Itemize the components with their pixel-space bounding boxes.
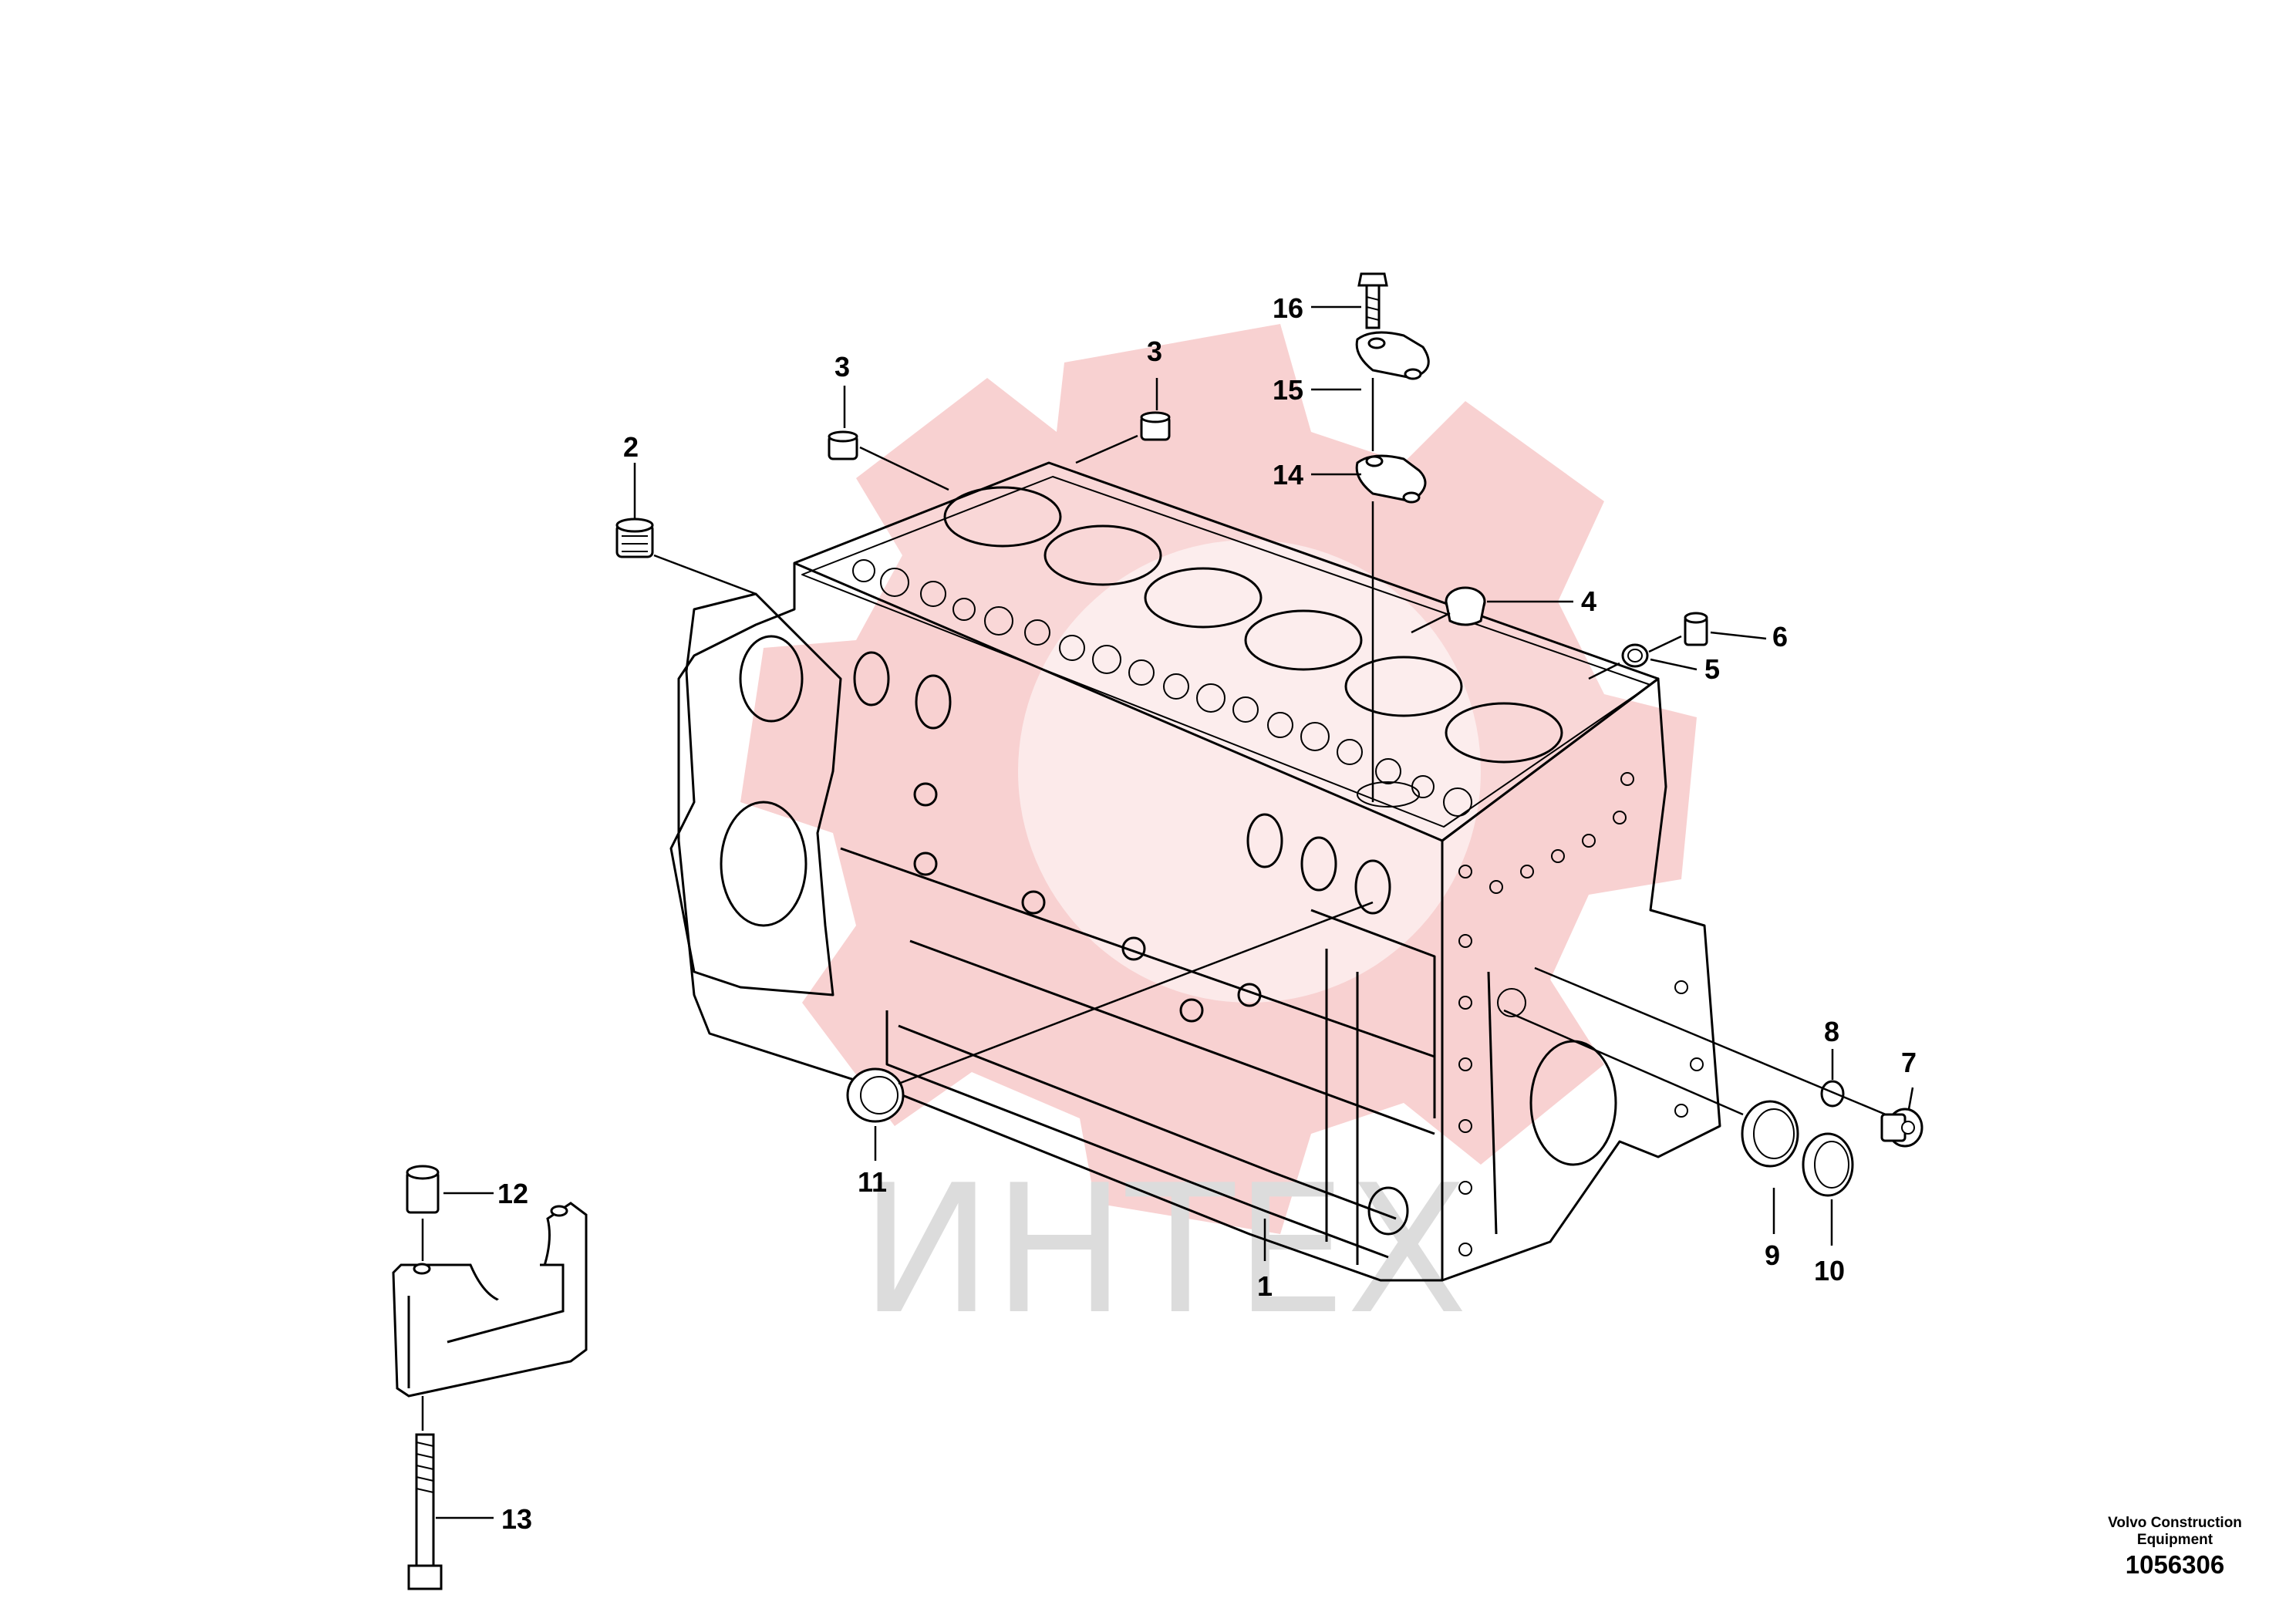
deck-holes	[852, 559, 1472, 817]
callout-2: 2	[623, 431, 639, 463]
side-bores	[720, 635, 1617, 1236]
main-bearing-cap	[392, 1202, 588, 1398]
callout-13: 13	[501, 1503, 532, 1535]
callout-12: 12	[497, 1178, 528, 1209]
watermark-text: ИНТЕХ	[860, 1148, 1468, 1354]
engine-block	[669, 461, 1721, 1282]
callout-7: 7	[1901, 1047, 1917, 1078]
part-5-washer	[1621, 643, 1649, 668]
callout-4: 4	[1581, 585, 1596, 617]
manufacturer-caption: Volvo Construction Equipment	[2082, 1515, 2267, 1549]
part-3a-plug	[828, 430, 858, 460]
part-11-seal	[846, 1067, 905, 1123]
manufacturer-line-2: Equipment	[2136, 1532, 2213, 1548]
part-9-seal	[1741, 1100, 1799, 1168]
callout-8: 8	[1824, 1016, 1839, 1047]
part-3b-plug	[1140, 411, 1171, 441]
callout-5: 5	[1704, 653, 1720, 685]
part-6-plug	[1684, 612, 1708, 646]
part-7-plug	[1880, 1108, 1923, 1148]
callout-6: 6	[1772, 621, 1788, 653]
callout-9: 9	[1765, 1239, 1780, 1271]
part-16-bolt	[1357, 272, 1388, 329]
callout-14: 14	[1273, 459, 1303, 491]
callout-3b: 3	[1147, 336, 1162, 367]
callout-15: 15	[1273, 374, 1303, 406]
watermark-logo-inner	[1018, 540, 1481, 1003]
manufacturer-line-1: Volvo Construction	[2108, 1515, 2242, 1531]
part-13-bolt	[407, 1433, 443, 1590]
illustration-number: 1056306	[2125, 1550, 2225, 1579]
part-15-cover	[1355, 331, 1430, 380]
cylinder-bores	[943, 486, 1563, 764]
callout-3a: 3	[834, 351, 850, 383]
part-12-dowel	[406, 1165, 440, 1214]
callout-10: 10	[1814, 1255, 1845, 1286]
callout-11: 11	[858, 1166, 887, 1198]
callout-1: 1	[1257, 1270, 1273, 1302]
part-10-seal	[1802, 1132, 1854, 1197]
callout-16: 16	[1273, 292, 1303, 324]
part-4-cap	[1445, 586, 1486, 626]
right-face-holes	[1458, 772, 1704, 1256]
leader-lines	[421, 305, 1914, 1519]
part-8-oring	[1820, 1080, 1845, 1108]
part-14-gasket	[1355, 454, 1427, 504]
part-2-plug	[615, 518, 654, 558]
